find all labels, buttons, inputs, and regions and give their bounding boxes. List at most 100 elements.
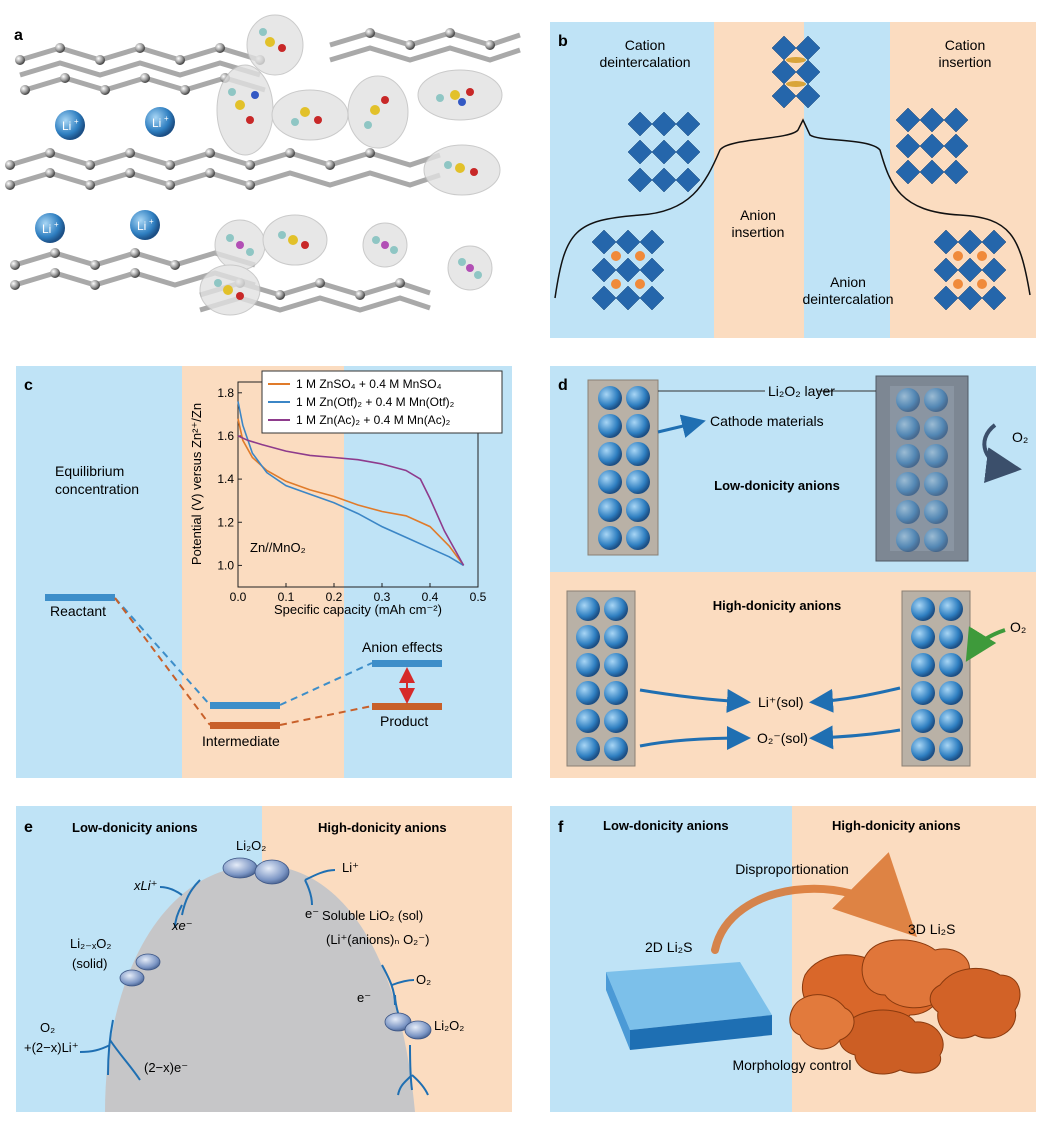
e-soluble-1: Soluble LiO₂ (sol) <box>322 908 423 923</box>
d-low-title: Low-donicity anions <box>714 478 840 493</box>
li-label: Li <box>137 219 146 233</box>
d-o2-curved-arrow-top <box>982 423 1022 483</box>
chart-ytick-label: 1.4 <box>217 472 234 486</box>
b-cation-ins-2: insertion <box>939 54 992 70</box>
c-level-intermediate-orange <box>210 722 280 729</box>
d-arrow-right-o2 <box>809 725 901 750</box>
e-low-title: Low-donicity anions <box>72 820 198 835</box>
d-li-sol: Li⁺(sol) <box>758 694 804 710</box>
e-soluble-2: (Li⁺(anions)ₙ O₂⁻) <box>326 932 429 947</box>
chart-ytick-label: 1.8 <box>217 386 234 400</box>
e-electrode-dome <box>105 864 415 1112</box>
b-cation-deint-2: deintercalation <box>599 54 690 70</box>
e-e-left: (2−x)e⁻ <box>144 1060 188 1075</box>
b-crystal-top <box>771 35 821 109</box>
b-anion-ins-2: insertion <box>732 224 785 240</box>
d-o2-green-arrow <box>965 626 1006 662</box>
c-level-reactant <box>45 594 115 601</box>
d-spheres-top-left <box>598 386 650 550</box>
e-arrow-li-plus <box>304 869 336 906</box>
c-intermediate-label: Intermediate <box>202 733 280 749</box>
panel-c-letter: c <box>24 377 33 394</box>
e-li2o2-top-particles <box>222 857 290 885</box>
c-level-intermediate-blue <box>210 702 280 709</box>
chart-ytick-label: 1.2 <box>217 515 234 529</box>
b-energy-curve <box>554 118 1031 299</box>
e-li-plus: Li⁺ <box>342 860 359 875</box>
chart-legend-label: 1 M ZnSO₄ + 0.4 M MnSO₄ <box>296 377 442 391</box>
d-o2-sol: O₂⁻(sol) <box>757 730 808 746</box>
chart-lines <box>237 401 465 567</box>
li-ion-1: Li + <box>55 110 85 140</box>
li-ion-3: Li + <box>35 213 65 243</box>
f-morph: Morphology control <box>732 1057 851 1073</box>
d-layer-label: Li₂O₂ layer <box>768 383 835 399</box>
e-o2-right: O₂ <box>416 972 431 987</box>
graphite-layer-middle <box>9 150 441 188</box>
li-label: Li <box>62 119 71 133</box>
chart-series-line-3 <box>237 435 465 566</box>
b-anion-deint-2: deintercalation <box>802 291 893 307</box>
c-dash-int-product <box>279 705 373 726</box>
c-product-label: Product <box>380 713 428 729</box>
e-li2xo2-1: Li₂₋ₓO₂ <box>70 936 111 951</box>
d-electrode-bottom-right <box>901 590 971 767</box>
panel-d: d Li₂O₂ layer Cathode materials Low-doni… <box>550 366 1036 778</box>
chart-xlabel: Specific capacity (mAh cm⁻²) <box>274 602 442 617</box>
chart-legend: 1 M ZnSO₄ + 0.4 M MnSO₄ 1 M Zn(Otf)₂ + 0.… <box>261 370 503 434</box>
chart-xtick-label: 0.2 <box>326 590 343 604</box>
d-spheres-bottom-right <box>911 597 963 761</box>
chart-legend-label: 1 M Zn(Ac)₂ + 0.4 M Mn(Ac)₂ <box>296 413 451 427</box>
b-bg-3 <box>804 22 890 338</box>
c-equilibrium-2: concentration <box>55 481 139 497</box>
panel-f-letter: f <box>558 819 564 836</box>
d-electrode-top-left <box>587 379 659 556</box>
c-anion-effects-label: Anion effects <box>362 639 443 655</box>
f-high-title: High-donicity anions <box>832 818 961 833</box>
chart-legend-box <box>261 370 503 434</box>
b-bg-4 <box>890 22 1036 338</box>
e-li2o2-right: Li₂O₂ <box>434 1018 464 1033</box>
li-ion-4: Li + <box>130 210 160 240</box>
li-charge: + <box>74 117 79 126</box>
e-li2xo2-particles <box>119 953 161 987</box>
d-o2-label-top: O₂ <box>1012 429 1028 445</box>
chart-legend-label: 1 M Zn(Otf)₂ + 0.4 M Mn(Otf)₂ <box>296 395 455 409</box>
f-low-title: Low-donicity anions <box>603 818 729 833</box>
b-anion-ins-1: Anion <box>740 207 776 223</box>
d-spheres-bottom-left <box>576 597 628 761</box>
panel-a: a <box>5 14 521 316</box>
f-curved-arrow <box>711 852 917 954</box>
f-2d-slab <box>606 962 772 1050</box>
e-li2o2-right-particles <box>384 1012 432 1040</box>
d-cathode-arrow <box>657 414 706 438</box>
lithium-ions: Li + Li + Li + Li + <box>35 107 175 243</box>
b-anion-deint-1: Anion <box>830 274 866 290</box>
li-label: Li <box>42 222 51 236</box>
panel-e: e Low-donicity anions High-donicity anio… <box>16 806 512 1112</box>
e-arrow-xli <box>159 879 201 929</box>
anion-atoms <box>214 28 482 300</box>
panel-e-letter: e <box>24 819 33 836</box>
e-arrow-bottom-right <box>397 1044 429 1096</box>
d-spheres-top-right <box>896 388 948 552</box>
e-li2o2-top: Li₂O₂ <box>236 838 266 853</box>
li-charge: + <box>54 220 59 229</box>
chart-series-line-2 <box>237 401 465 567</box>
d-electrode-bottom-left <box>566 590 636 767</box>
e-e-minus-2: e⁻ <box>357 990 371 1005</box>
c-dash-reactant-int-orange <box>114 597 211 726</box>
chart-ylabel: Potential (V) versus Zn²⁺/Zn <box>189 403 204 565</box>
e-o2-left: O₂ <box>40 1020 55 1035</box>
c-level-anion-effects <box>372 660 442 667</box>
c-cell-label: Zn//MnO₂ <box>250 540 306 555</box>
f-li2s-3d: 3D Li₂S <box>908 921 955 937</box>
chart-legend-items: 1 M ZnSO₄ + 0.4 M MnSO₄ 1 M Zn(Otf)₂ + 0.… <box>268 377 455 427</box>
c-level-product <box>372 703 442 710</box>
panel-b-letter: b <box>558 33 568 50</box>
c-dash-int-anion <box>279 662 373 706</box>
f-3d-flakes <box>789 939 1021 1075</box>
d-high-title: High-donicity anions <box>713 598 842 613</box>
